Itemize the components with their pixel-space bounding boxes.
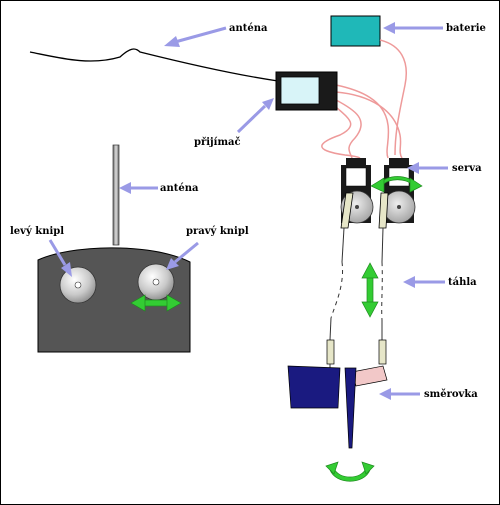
receiver-antenna-wire — [29, 48, 279, 82]
servo-horns — [340, 192, 389, 229]
rudder — [344, 367, 357, 449]
servo-right — [382, 158, 416, 224]
pushrods-dashed — [330, 261, 383, 321]
label-servos: serva — [452, 163, 482, 174]
label-antenna-receiver: anténa — [229, 23, 268, 34]
label-left-stick: levý knipl — [10, 226, 64, 237]
label-antenna-transmitter: anténa — [160, 183, 199, 194]
rudder-horn — [351, 365, 388, 387]
servo-wires — [321, 39, 407, 159]
label-pushrods: táhla — [448, 277, 477, 288]
transmitter-antenna — [112, 144, 120, 246]
label-battery: baterie — [446, 23, 486, 34]
pushrods-upper — [341, 227, 384, 263]
label-receiver: přijímač — [194, 137, 241, 148]
battery-box — [330, 15, 381, 47]
fin — [287, 365, 341, 409]
rudder-rotation-arrow — [325, 461, 375, 482]
receiver-screen — [280, 76, 320, 105]
right-stick-arrow — [130, 294, 182, 312]
servo-rotation-arrow — [370, 176, 423, 193]
label-right-stick: pravý knipl — [186, 226, 249, 237]
label-rudder: směrovka — [424, 389, 478, 400]
label-pointers — [48, 22, 448, 400]
pushrod-motion-arrow — [361, 262, 379, 318]
